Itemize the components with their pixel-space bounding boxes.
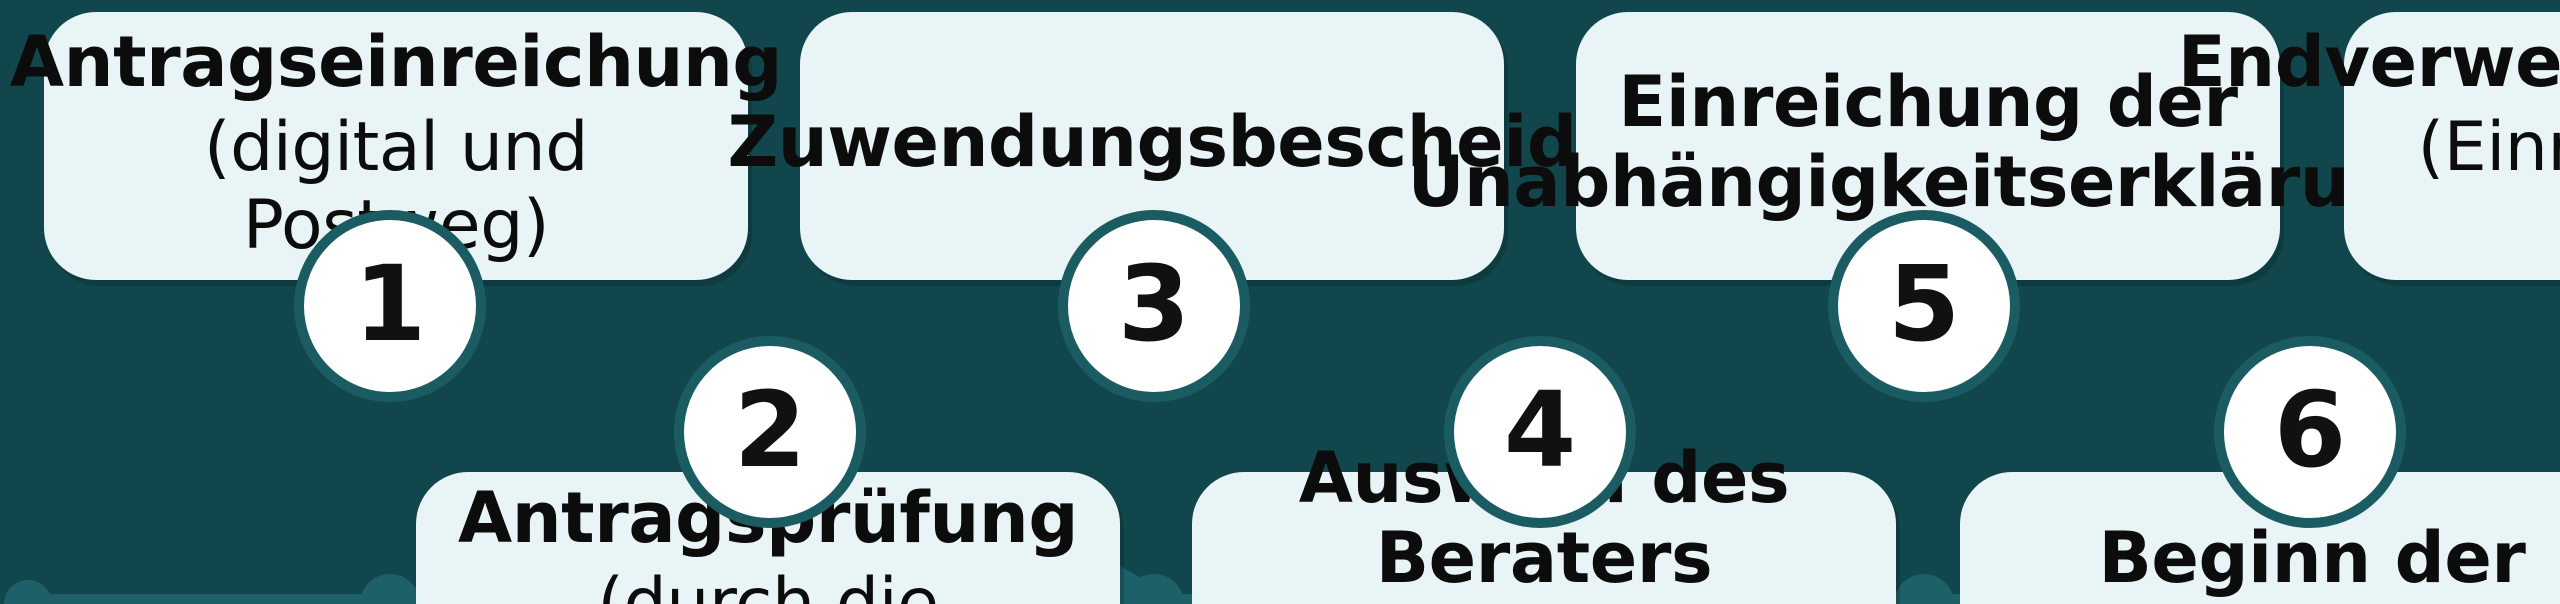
step-number-badge-6[interactable]: 6: [2214, 336, 2406, 528]
step-card-7[interactable]: Endverwendungsnachweis (Einreichung der …: [2178, 12, 2560, 280]
step-number-badge-3[interactable]: 3: [1058, 210, 1250, 402]
step-number-label-5: 5: [1887, 246, 1961, 366]
step-card-7-subtitle: (Einreichung der Studie): [2417, 107, 2560, 188]
step-card-4[interactable]: Auswahl des Beraters (durch den Antragst…: [1192, 440, 1896, 604]
timeline-node-dot-1: [360, 574, 420, 604]
timeline-node-dot-5: [1894, 574, 1954, 604]
step-number-label-2: 2: [733, 372, 807, 492]
step-card-3-title: Zuwendungsbescheid: [727, 104, 1577, 185]
timeline-start-dot: [4, 580, 52, 604]
step-card-6-title: Beginn der Studie: [2098, 520, 2526, 604]
step-number-label-3: 3: [1117, 246, 1191, 366]
step-card-1-title: Antragseinreichung: [9, 23, 783, 104]
step-number-badge-4[interactable]: 4: [1444, 336, 1636, 528]
step-number-badge-5[interactable]: 5: [1828, 210, 2020, 402]
step-number-label-4: 4: [1503, 372, 1577, 492]
step-number-label-6: 6: [2273, 372, 2347, 492]
step-card-1[interactable]: Antragseinreichung (digital und Postweg): [10, 12, 783, 280]
step-card-5-title: Einreichung der Unabhängigkeitserklärung: [1407, 64, 2449, 224]
step-card-5[interactable]: Einreichung der Unabhängigkeitserklärung: [1408, 12, 2449, 280]
step-number-badge-2[interactable]: 2: [674, 336, 866, 528]
step-number-label-1: 1: [353, 246, 427, 366]
step-number-badge-1[interactable]: 1: [294, 210, 486, 402]
step-card-7-title: Endverwendungsnachweis: [2177, 23, 2560, 104]
step-card-2-subtitle: (durch die aconium GmbH): [597, 563, 939, 604]
